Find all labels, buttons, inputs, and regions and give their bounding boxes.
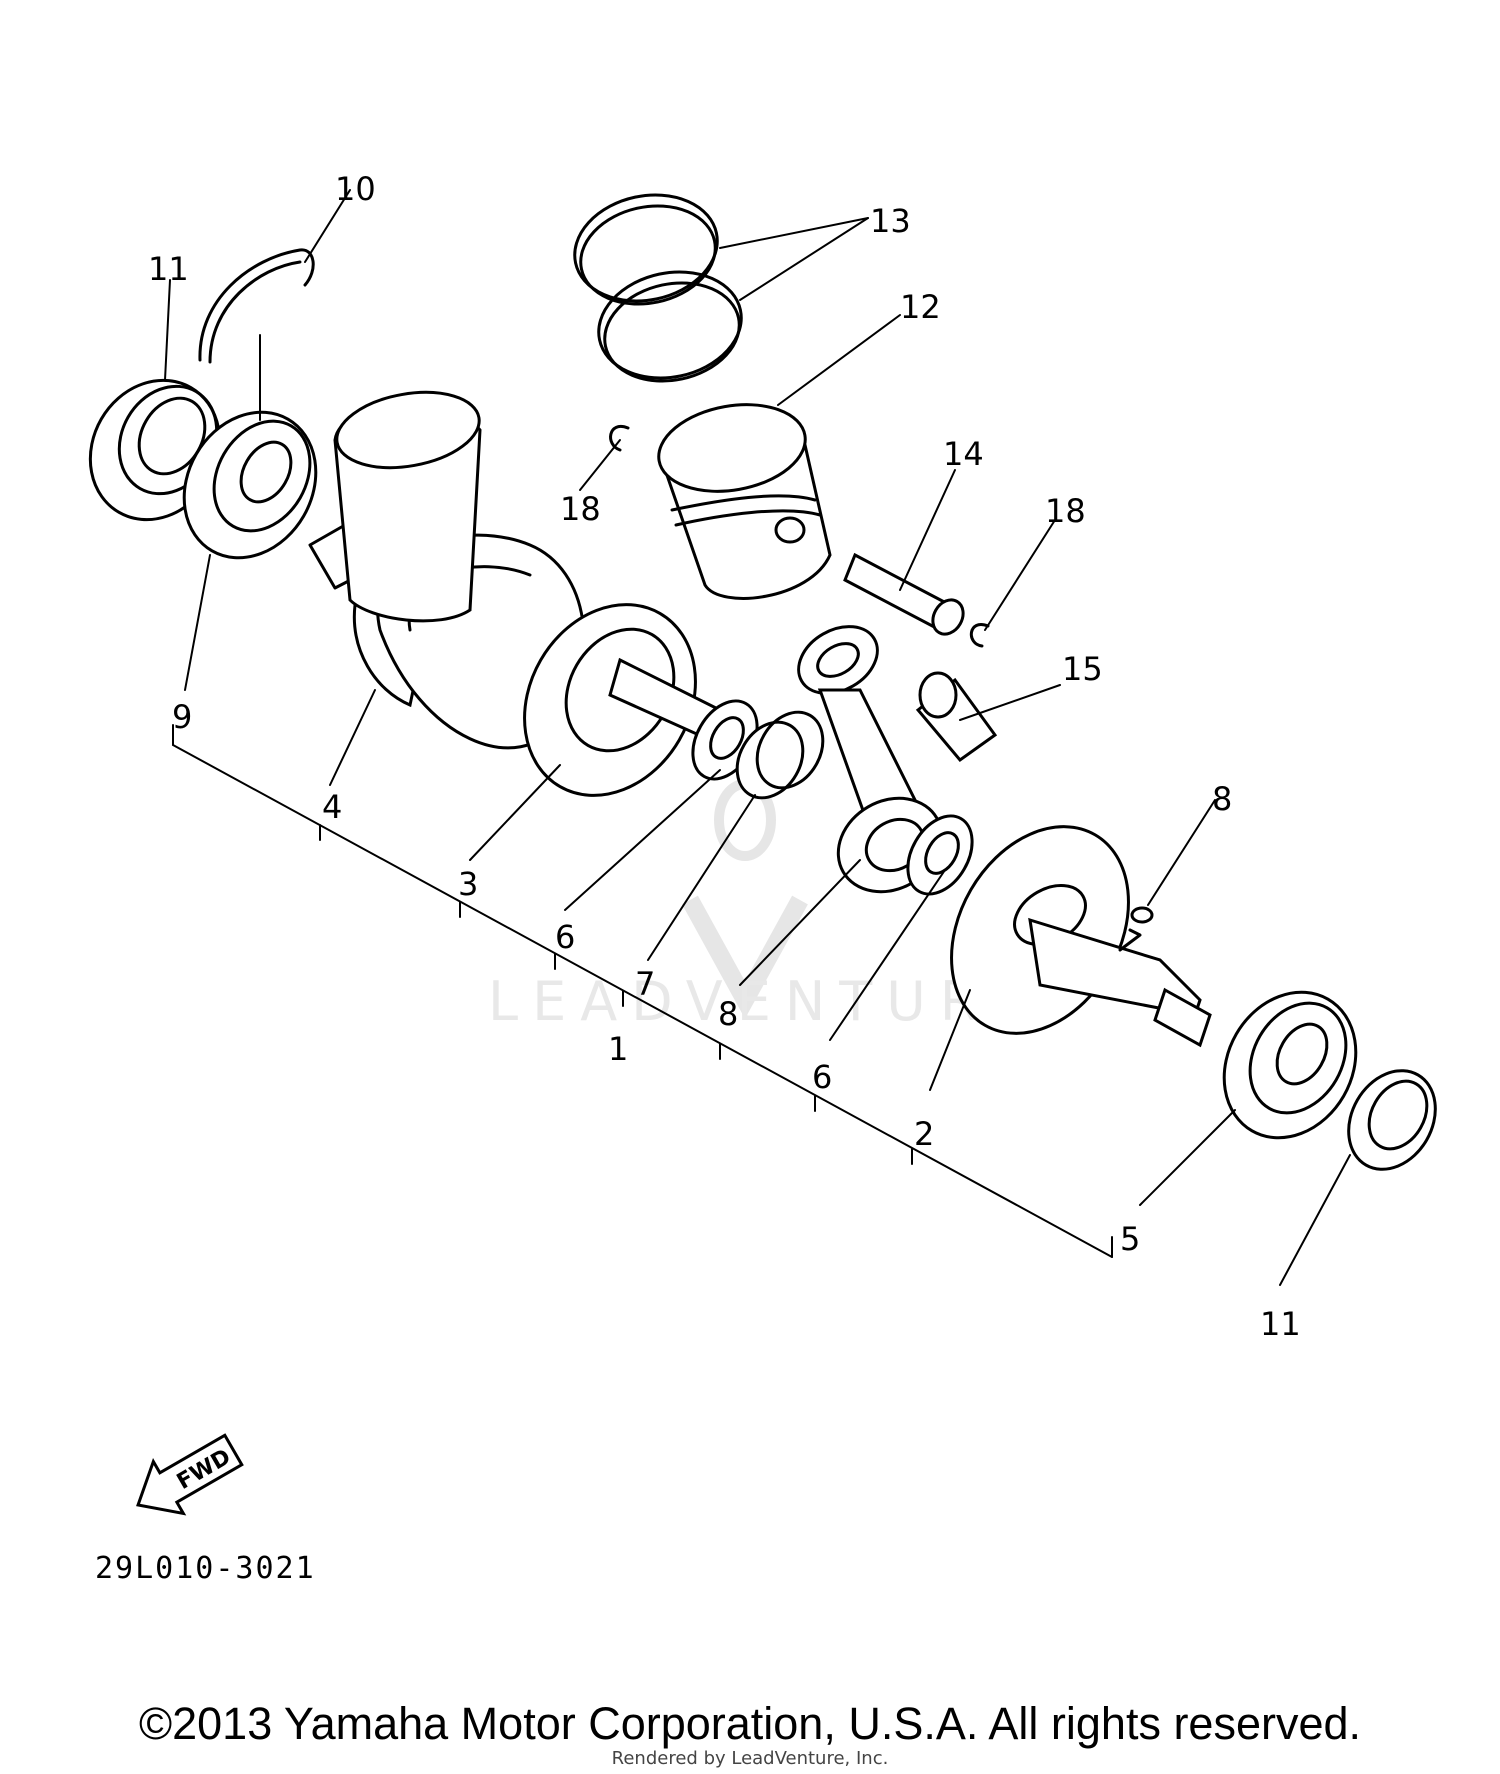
callout-17: 15: [1062, 650, 1103, 688]
callout-1: 1: [608, 1030, 628, 1068]
part-11-oil-seal: [1347, 1069, 1437, 1171]
rendered-by-credit: Rendered by LeadVenture, Inc.: [611, 1748, 889, 1769]
fwd-arrow: FWD: [136, 1433, 244, 1516]
callout-10: 8: [1212, 780, 1232, 818]
callout-15: 13: [870, 202, 911, 240]
copyright-notice: ©2013 Yamaha Motor Corporation, U.S.A. A…: [138, 1698, 1362, 1749]
callout-5: 5: [1120, 1220, 1140, 1258]
callout-7: 7: [635, 965, 655, 1003]
callout-14: 12: [900, 288, 941, 326]
watermark-text: LEADVENTURE: [488, 970, 1039, 1033]
leadventure-watermark: LEADVENTURE: [488, 779, 1039, 1033]
part-15-piston-rings: [573, 193, 743, 383]
callout-11: 11: [1260, 1305, 1301, 1343]
part-7-needle-bearing: [735, 710, 825, 800]
part-16-piston-pin: [843, 552, 965, 636]
callout-labels: 10 11 13 12 14 18 18 15 8 9 4 3 6 7 8 1 …: [148, 170, 1301, 1343]
callout-8: 8: [718, 995, 738, 1033]
part-5-bearing: [1222, 990, 1358, 1140]
drawing-code: 29L010-3021: [95, 1551, 316, 1586]
part-2-crank-right: [950, 825, 1212, 1048]
callout-12: 10: [335, 170, 376, 208]
part-18-clip-right: [970, 623, 990, 648]
part-17-needle-bearing: [915, 671, 998, 763]
part-18-clip-left: [609, 424, 630, 452]
callout-6-left: 6: [555, 918, 575, 956]
callout-9: 9: [172, 698, 192, 736]
leader-lines: [164, 189, 1351, 1286]
part-9-bearing: [182, 410, 318, 560]
callout-13: 11: [148, 250, 189, 288]
callout-3: 3: [458, 865, 478, 903]
part-12-clip: [198, 248, 315, 364]
callout-4: 4: [322, 788, 342, 826]
callout-18-left: 18: [560, 490, 601, 528]
callout-6-right: 6: [812, 1058, 832, 1096]
callout-2: 2: [914, 1115, 934, 1153]
assembly-1-bracket: [172, 724, 1113, 1258]
part-6-washer-right: [906, 814, 974, 896]
callout-16: 14: [943, 435, 984, 473]
crank-left-half: [308, 390, 722, 797]
part-10-key: [1130, 906, 1154, 924]
part-14-piston: [657, 403, 832, 600]
callout-18-right: 18: [1045, 492, 1086, 530]
